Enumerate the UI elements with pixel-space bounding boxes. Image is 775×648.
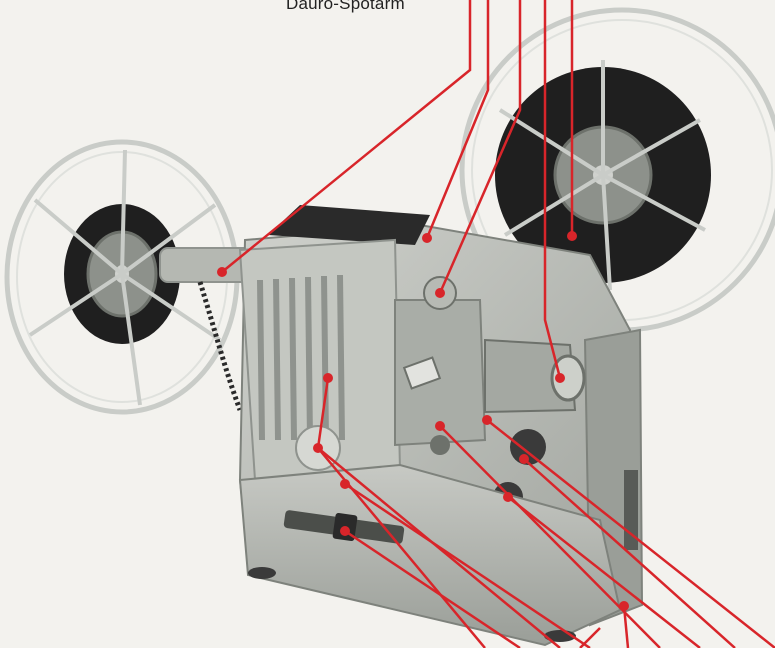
dot-lamp-vents [323, 373, 333, 383]
lens-front [550, 354, 586, 402]
dot-knob-lower [503, 492, 513, 502]
dot-knob-upper [519, 454, 529, 464]
lens-mount [484, 338, 577, 414]
lid-top [268, 205, 430, 245]
leader-knob-lower [507, 496, 701, 648]
dot-base-foot [619, 601, 629, 611]
dot-lamp-window [313, 443, 323, 453]
dot-top-knob [422, 233, 432, 243]
front-knob-upper-shape [510, 429, 546, 465]
leader-base-foot [622, 605, 630, 648]
front-foot [248, 567, 276, 579]
dot-right-edge [482, 415, 492, 425]
brand-badge [402, 356, 442, 390]
dot-take-up-hub [567, 231, 577, 241]
leader-slider [344, 529, 521, 648]
dot-lower-guide [435, 421, 445, 431]
leader-upper-sprocket [438, 0, 522, 294]
leader-base-lever [344, 482, 591, 648]
diagram-caption: Dauro-Spotarm [286, 0, 405, 13]
leader-right-edge [486, 419, 775, 648]
leader-knob-upper [523, 458, 736, 648]
dot-upper-sprocket [435, 288, 445, 298]
take-up-reel [459, 7, 775, 333]
leader-lines [221, 0, 775, 648]
lamp-housing-vent-slots [257, 274, 345, 441]
leader-base-corner [579, 627, 601, 648]
dot-lens-barrel [555, 373, 565, 383]
leader-lens-barrel [543, 0, 562, 379]
small-knob [430, 435, 450, 455]
leader-dots [217, 231, 629, 611]
dot-slider [340, 526, 350, 536]
leader-top-knob [425, 0, 490, 239]
dot-feed-arm [217, 267, 227, 277]
dot-base-lever [340, 479, 350, 489]
leader-feed-arm [221, 0, 472, 273]
